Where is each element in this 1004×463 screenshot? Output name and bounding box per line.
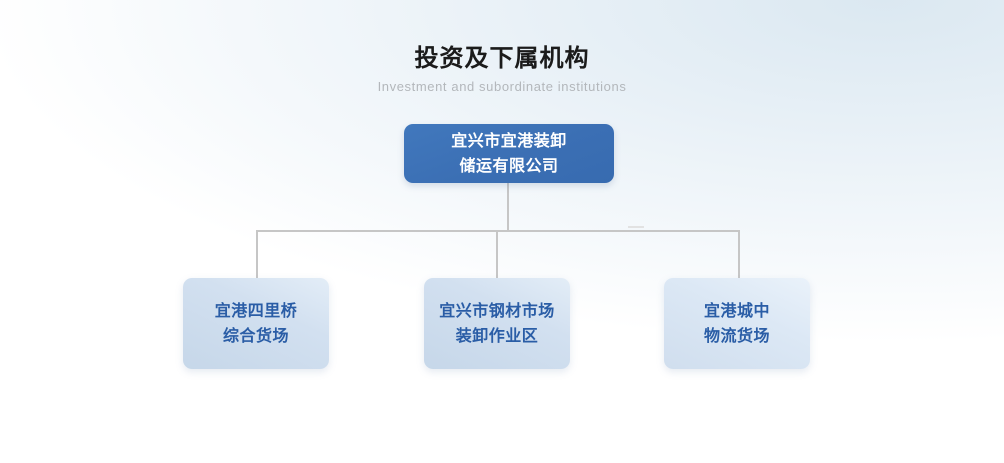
- connector-artifact-mark: [628, 226, 644, 228]
- connector-root-stem: [507, 182, 509, 232]
- org-node-child-1[interactable]: 宜港四里桥 综合货场: [183, 278, 329, 369]
- org-node-root-label: 宜兴市宜港装卸 储运有限公司: [451, 132, 567, 175]
- org-node-child-3-label: 宜港城中 物流货场: [703, 302, 770, 345]
- org-node-child-2-label: 宜兴市钢材市场 装卸作业区: [439, 302, 555, 345]
- connector-drop-child-1: [256, 230, 258, 278]
- org-node-child-3[interactable]: 宜港城中 物流货场: [664, 278, 810, 369]
- heading-block: 投资及下属机构 Investment and subordinate insti…: [0, 44, 1004, 96]
- connector-horizontal-bus: [256, 230, 740, 232]
- org-node-child-2[interactable]: 宜兴市钢材市场 装卸作业区: [424, 278, 570, 369]
- connector-drop-child-3: [738, 230, 740, 278]
- page-subtitle: Investment and subordinate institutions: [377, 79, 627, 94]
- connector-drop-child-2: [496, 230, 498, 278]
- org-node-child-1-label: 宜港四里桥 综合货场: [214, 302, 298, 345]
- org-node-root[interactable]: 宜兴市宜港装卸 储运有限公司: [404, 124, 614, 183]
- page-title: 投资及下属机构: [414, 45, 590, 72]
